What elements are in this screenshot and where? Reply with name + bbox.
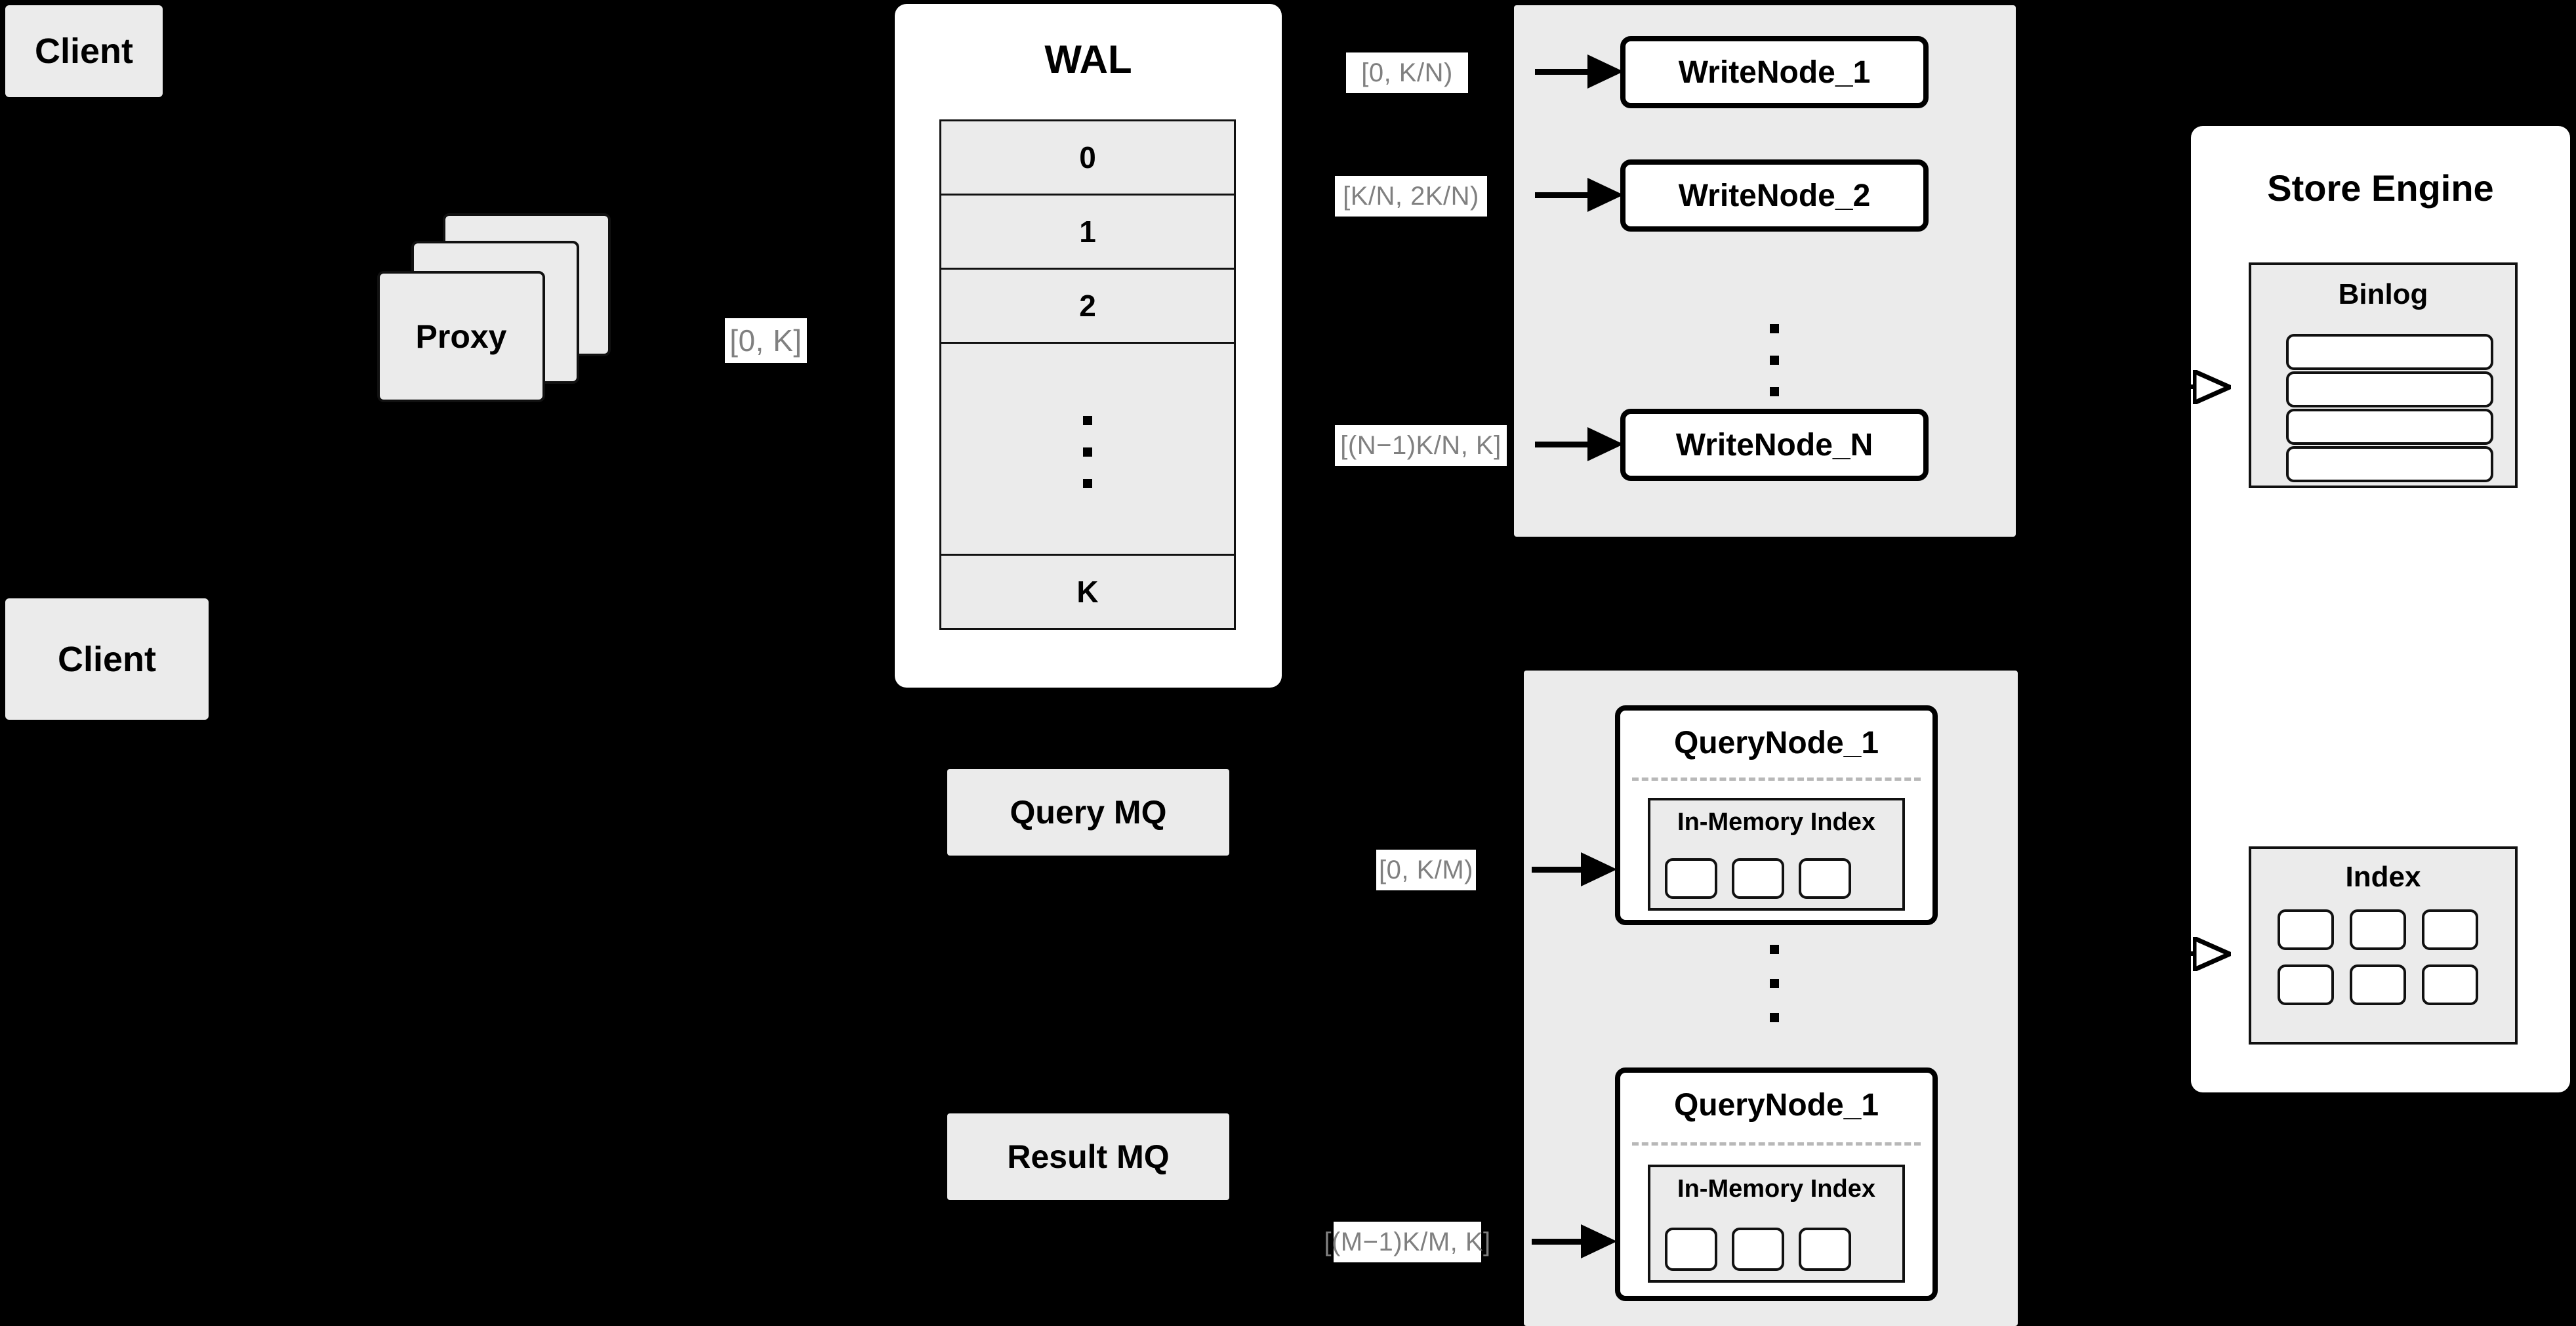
- query-mq-label: Query MQ: [1010, 794, 1167, 831]
- index-box: Index: [2249, 846, 2518, 1045]
- result-mq-node[interactable]: Result MQ: [947, 1113, 1229, 1200]
- write-node-n-range-label: [(N−1)K/N, K]: [1335, 425, 1507, 466]
- write-node-1[interactable]: WriteNode_1: [1620, 36, 1929, 108]
- wal-row: 1: [939, 196, 1236, 270]
- proxy-out-range-label: [0, K]: [725, 318, 807, 363]
- write-node-2-arrow-head: [1587, 178, 1624, 212]
- write-node-n-range-text: [(N−1)K/N, K]: [1340, 430, 1502, 460]
- index-title: Index: [2345, 861, 2421, 893]
- query-node-1-divider: [1632, 777, 1921, 781]
- wal-title: WAL: [1044, 37, 1132, 81]
- write-node-n-label: WriteNode_N: [1675, 427, 1873, 463]
- query-node-m-inmemory-index: In-Memory Index: [1648, 1165, 1905, 1283]
- index-arrow-line: [2161, 951, 2196, 956]
- store-engine-title: Store Engine: [2267, 167, 2494, 209]
- client-node-2-label: Client: [57, 639, 156, 679]
- index-cell: [1732, 858, 1784, 899]
- index-cell: [1799, 1228, 1851, 1271]
- proxy-out-range-text: [0, K]: [729, 323, 802, 358]
- binlog-arrow-line: [2161, 384, 2196, 389]
- write-node-1-range-text: [0, K/N): [1361, 58, 1453, 87]
- wal-rows: 0 1 2 K: [939, 119, 1236, 630]
- binlog-title: Binlog: [2338, 278, 2428, 310]
- write-node-1-arrow-head: [1587, 54, 1624, 89]
- query-node-m-arrow-head: [1581, 1224, 1617, 1258]
- write-node-2[interactable]: WriteNode_2: [1620, 159, 1929, 232]
- write-node-2-range-label: [K/N, 2K/N): [1335, 176, 1487, 217]
- index-cell: [1799, 858, 1851, 899]
- query-node-1-range-label: [0, K/M): [1376, 850, 1476, 890]
- query-node-m-arrow-line: [1532, 1239, 1601, 1245]
- query-node-1-arrow-head: [1581, 852, 1617, 886]
- write-node-1-label: WriteNode_1: [1678, 54, 1871, 90]
- binlog-arrow-head-icon: [2193, 370, 2231, 404]
- write-node-2-range-text: [K/N, 2K/N): [1343, 181, 1479, 211]
- query-cluster-vertical-ellipsis-icon: [1770, 945, 1779, 1022]
- query-node-m-label: QueryNode_1: [1673, 1088, 1879, 1123]
- index-arrow-head-icon: [2193, 937, 2231, 971]
- query-node-1-range-text: [0, K/M): [1378, 855, 1474, 884]
- query-node-m[interactable]: QueryNode_1 In-Memory Index: [1615, 1067, 1938, 1301]
- query-node-1-inmemory-index-title: In-Memory Index: [1677, 808, 1875, 836]
- wal-row-label: K: [1076, 575, 1099, 609]
- proxy-label: Proxy: [415, 318, 507, 355]
- write-node-1-arrow-line: [1535, 69, 1607, 75]
- binlog-box: Binlog: [2249, 262, 2518, 488]
- write-node-n-arrow-line: [1535, 442, 1607, 447]
- write-node-2-label: WriteNode_2: [1678, 178, 1871, 213]
- client-node-1[interactable]: Client: [5, 5, 163, 97]
- wal-row-ellipsis: [939, 344, 1236, 556]
- index-cell: [2350, 964, 2406, 1005]
- write-node-2-arrow-line: [1535, 192, 1607, 198]
- wal-row: 0: [939, 119, 1236, 196]
- index-cell: [1665, 858, 1717, 899]
- write-node-n-arrow-head: [1587, 427, 1624, 461]
- write-node-n[interactable]: WriteNode_N: [1620, 409, 1929, 481]
- wal-row: K: [939, 556, 1236, 630]
- binlog-segment: [2286, 334, 2493, 370]
- wal-row-label: 2: [1079, 289, 1096, 323]
- write-cluster-vertical-ellipsis-icon: [1770, 324, 1779, 396]
- index-cell: [1732, 1228, 1784, 1271]
- proxy-stack[interactable]: Proxy: [377, 213, 672, 430]
- query-node-1-inmemory-index: In-Memory Index: [1648, 798, 1905, 911]
- query-mq-node[interactable]: Query MQ: [947, 769, 1229, 856]
- wal-row-label: 1: [1079, 215, 1096, 249]
- wal-row: 2: [939, 270, 1236, 344]
- wal-vertical-ellipsis-icon: [1083, 416, 1092, 488]
- query-node-1-label: QueryNode_1: [1673, 726, 1879, 760]
- result-mq-label: Result MQ: [1007, 1138, 1170, 1175]
- index-cell: [2350, 909, 2406, 950]
- wal-row-label: 0: [1079, 140, 1096, 175]
- proxy-node[interactable]: Proxy: [377, 271, 545, 402]
- binlog-segment: [2286, 409, 2493, 445]
- index-cell: [2422, 909, 2478, 950]
- query-node-m-range-text: [(M−1)K/M, K]: [1324, 1227, 1491, 1256]
- index-cell: [2278, 964, 2334, 1005]
- index-cell: [2422, 964, 2478, 1005]
- binlog-segment: [2286, 371, 2493, 407]
- index-cell: [1665, 1228, 1717, 1271]
- query-node-1[interactable]: QueryNode_1 In-Memory Index: [1615, 705, 1938, 925]
- client-node-1-label: Client: [34, 31, 133, 71]
- query-node-m-inmemory-index-title: In-Memory Index: [1677, 1175, 1875, 1203]
- client-node-2[interactable]: Client: [5, 598, 209, 720]
- query-node-m-range-label: [(M−1)K/M, K]: [1324, 1222, 1490, 1262]
- write-node-1-range-label: [0, K/N): [1346, 52, 1468, 93]
- query-node-m-divider: [1632, 1142, 1921, 1146]
- query-node-1-arrow-line: [1532, 867, 1601, 873]
- index-cell: [2278, 909, 2334, 950]
- binlog-segment: [2286, 446, 2493, 482]
